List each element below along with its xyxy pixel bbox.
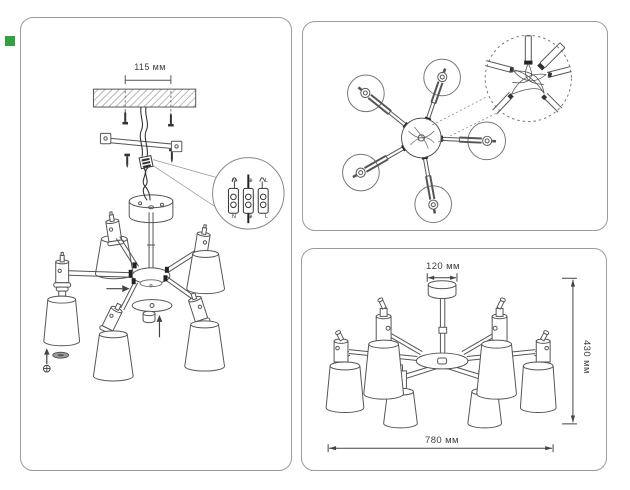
panel-installation: 115 мм N ⊕ L N ⊕ L [20,17,292,471]
wire-knot [511,63,547,95]
detail-leader-dashed [432,95,499,143]
height-dimension [562,277,577,425]
wire-label-l: L [264,214,268,220]
earth-icon: ⊕ [248,214,253,220]
wiring-detail-circle [212,157,285,230]
wiring-labels-bottom: N ⊕ L [230,214,270,221]
power-wires [139,106,151,201]
up-arrow-icon [156,314,163,338]
lamp-holder [535,330,551,367]
lamp-holder [105,211,125,247]
detail-leader-lines [152,159,217,207]
finial-cylinder [142,310,156,324]
earth-icon: ⊕ [248,178,253,184]
side-view-diagram [325,273,577,453]
wire-label-n: N [232,214,236,220]
width-label: 780 мм [425,435,459,446]
shade-circles-top-view [342,58,507,224]
ceiling-canopy [128,194,174,224]
panel-dimensions: 120 мм 430 мм 780 мм [301,248,607,471]
panel-top-view [302,21,608,231]
central-rod [438,297,448,354]
green-marker-left [5,36,15,46]
wire-label-n: N [232,178,236,184]
lampshades [43,249,225,382]
right-arrow-icon [106,285,130,293]
mount-width-label: 115 мм [134,62,166,72]
lamp-holder [375,297,392,347]
height-label: 430 мм [581,340,592,374]
hub-top-view [401,117,442,159]
lamp-holder [53,251,72,297]
lamp-holder [491,297,508,347]
wire-label-l: L [264,178,268,184]
canopy-width-label: 120 мм [426,261,460,272]
width-dimension [327,444,554,453]
canopy-width-dimension [426,273,458,282]
center-hub [131,267,171,288]
drill-holes [124,91,172,116]
mount-width-dimension [124,75,172,85]
wiring-labels-top: N ⊕ L [230,178,270,185]
ceiling-canopy [427,280,457,300]
bottom-plate [131,299,173,312]
screw-and-washer [42,348,70,373]
lampshades-back [383,387,503,429]
lamp-holder [333,330,349,367]
center-hub [415,352,469,370]
mounting-bracket [99,132,183,153]
ceiling-slab [92,88,197,108]
terminal-connector [138,154,154,170]
top-view-diagram [342,34,572,224]
central-rod [147,212,156,274]
lampshades-front [325,339,557,414]
installation-diagram [42,75,285,382]
hub-detail-circle [484,34,572,123]
